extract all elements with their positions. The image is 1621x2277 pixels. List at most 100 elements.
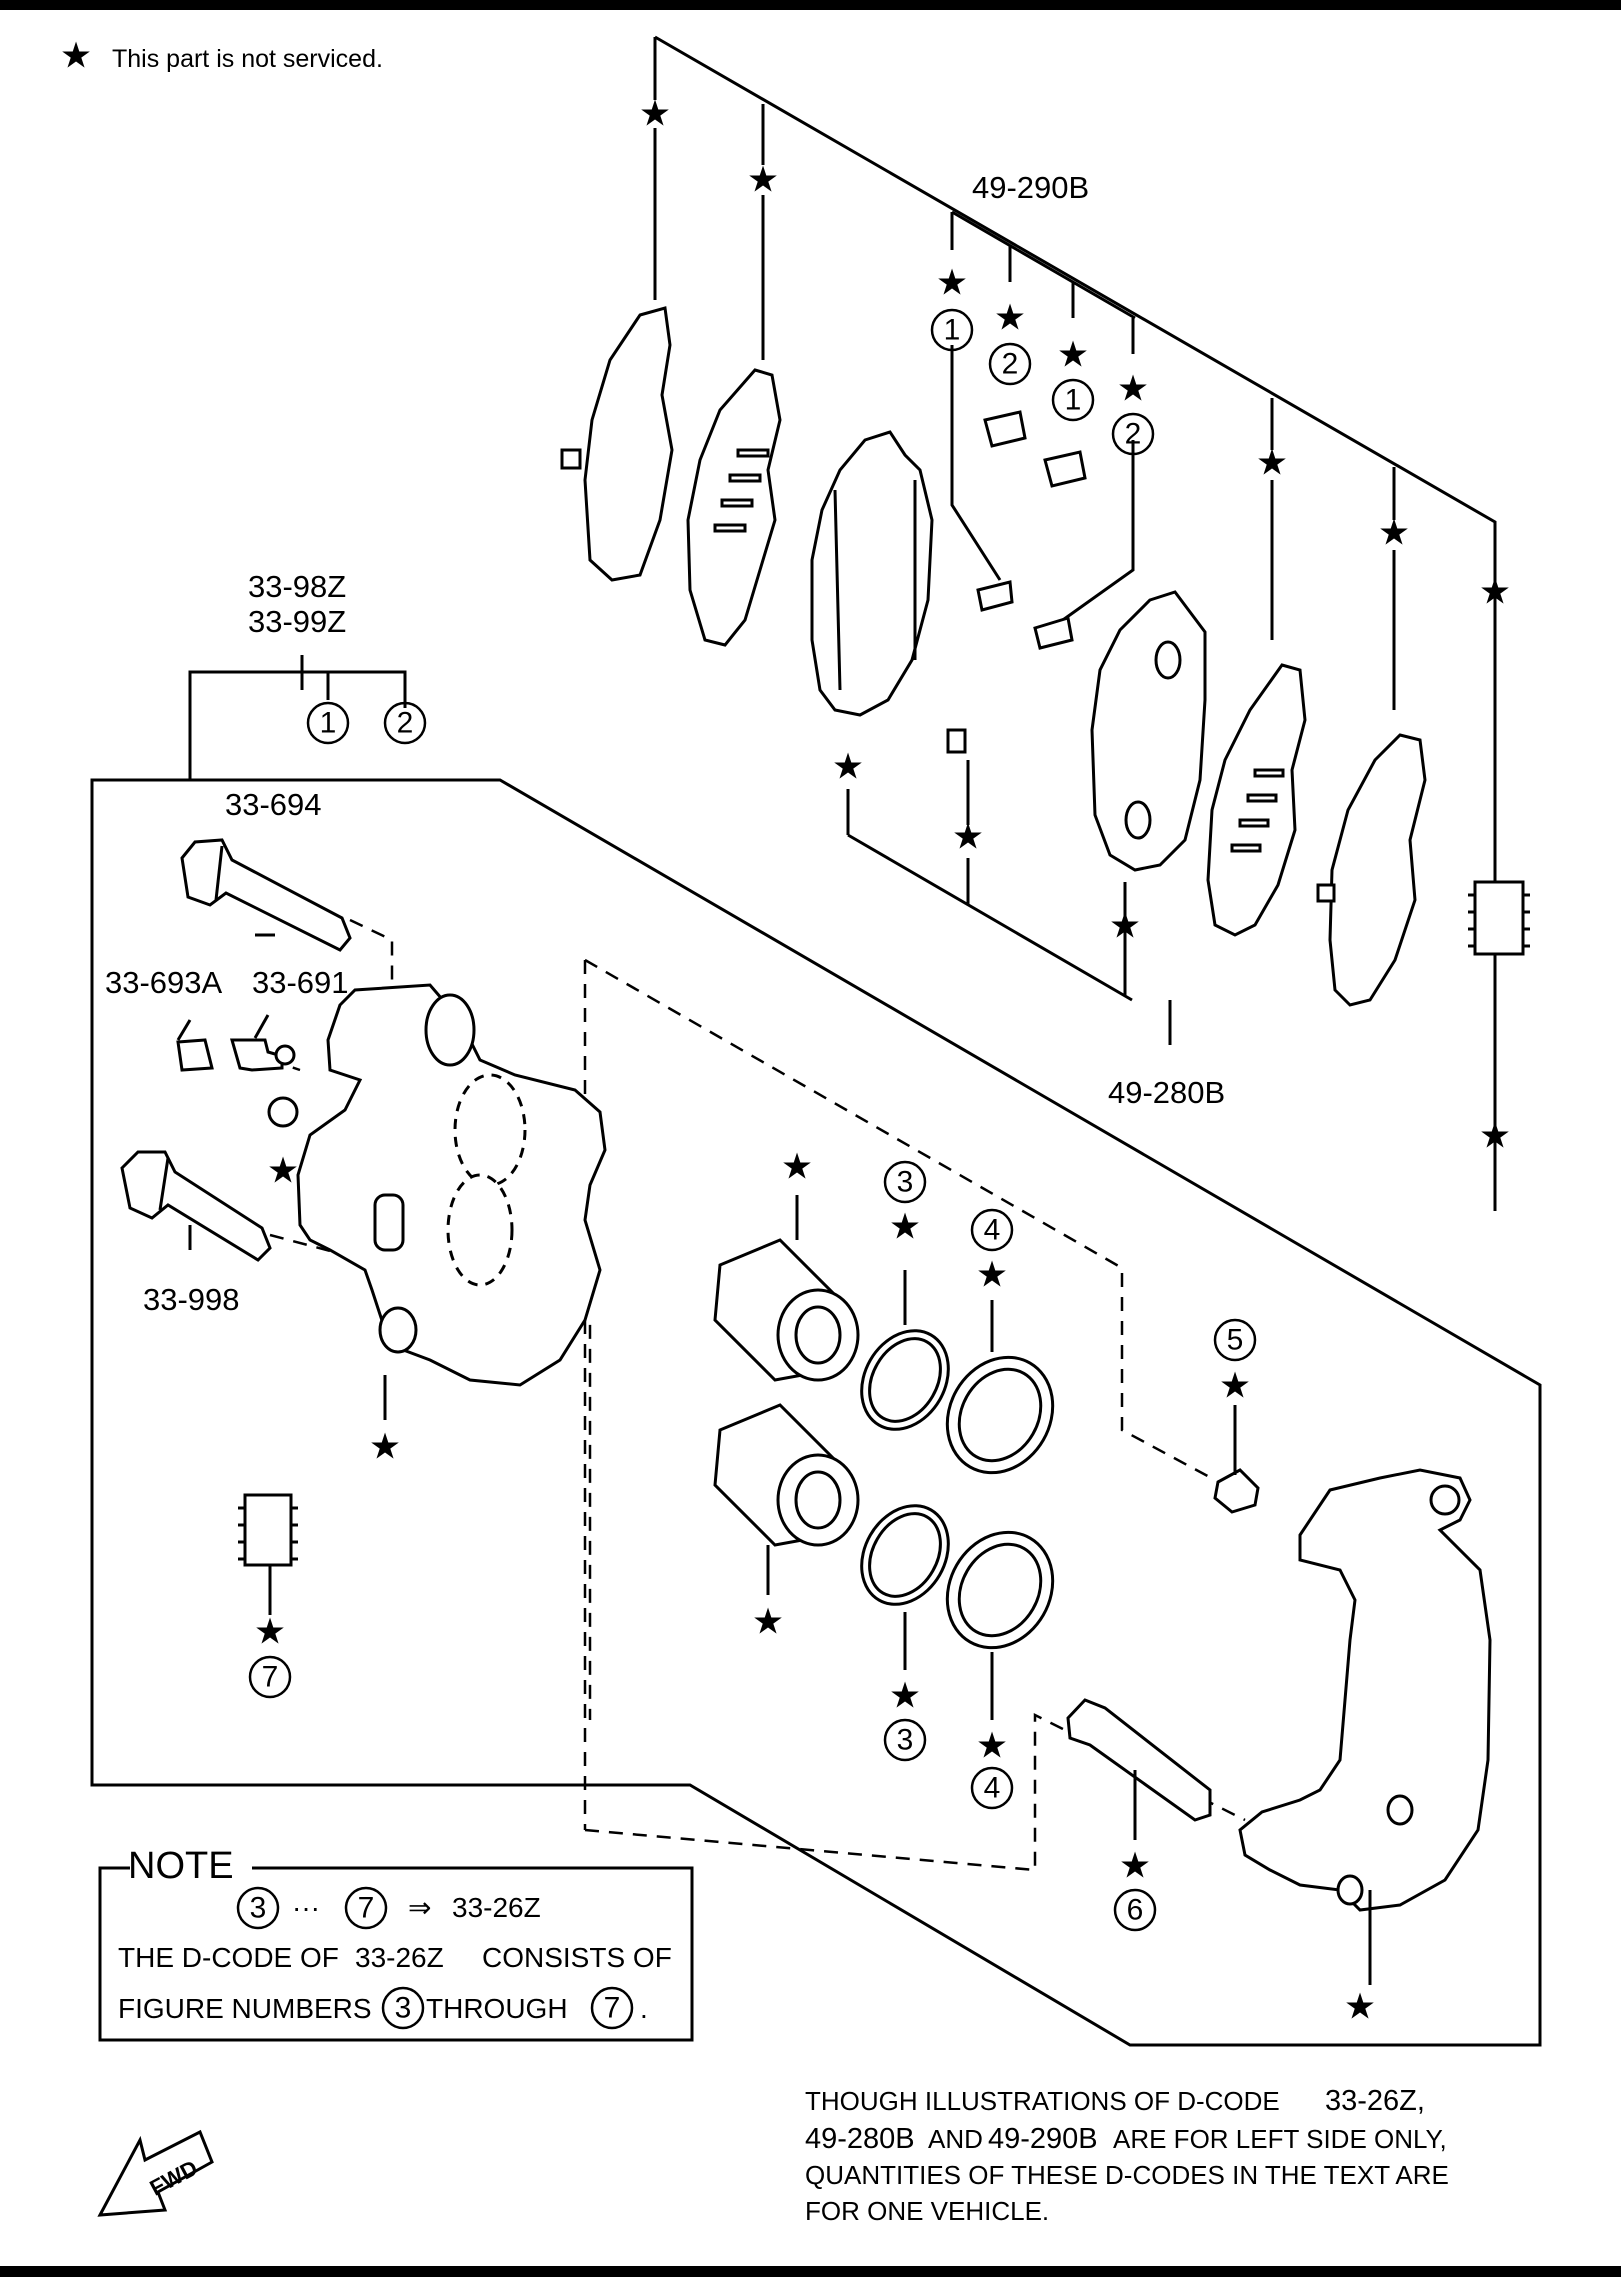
note-callout-3: 3 <box>250 1892 267 1925</box>
code-33-99Z: 33-99Z <box>248 604 346 639</box>
star-icon: ★ <box>976 1726 1008 1767</box>
callout-1: 1 <box>320 707 337 740</box>
callout-4: 4 <box>984 1214 1001 1247</box>
footnote-line1-a: THOUGH ILLUSTRATIONS OF D-CODE <box>805 2086 1280 2116</box>
callout-3: 3 <box>897 1166 914 1199</box>
bottom-border <box>0 2266 1621 2277</box>
footnote-line3: QUANTITIES OF THESE D-CODES IN THE TEXT … <box>805 2160 1449 2190</box>
note-callout-7b: 7 <box>604 1992 621 2025</box>
star-icon: ★ <box>1219 1366 1251 1407</box>
star-icon: ★ <box>1479 1116 1511 1157</box>
note-range-dots: ··· <box>292 1892 320 1923</box>
piston-lower <box>713 1403 860 1547</box>
star-icon: ★ <box>889 1676 921 1717</box>
note-line2-b: CONSISTS OF <box>482 1942 672 1973</box>
footnote-line4: FOR ONE VEHICLE. <box>805 2196 1049 2226</box>
callout-2: 2 <box>397 707 414 740</box>
footnote: THOUGH ILLUSTRATIONS OF D-CODE 33-26Z, 4… <box>805 2085 1449 2226</box>
slide-pin-6 <box>1066 1698 1212 1822</box>
note-line3-end: . <box>640 1993 648 2024</box>
fwd-arrow-icon: FWD <box>97 2129 214 2217</box>
brake-pad-outer <box>810 430 934 717</box>
star-icon: ★ <box>1479 572 1511 613</box>
footnote-line2-code2: 49-290B <box>988 2123 1098 2155</box>
pad-clips <box>946 410 1087 754</box>
star-icon: ★ <box>1117 369 1149 410</box>
star-icon: ★ <box>781 1147 813 1188</box>
note-line3-a: FIGURE NUMBERS <box>118 1993 372 2024</box>
sensor-chip-lower <box>238 1493 298 1567</box>
guide-pin-lower <box>120 1150 272 1262</box>
legend-text: This part is not serviced. <box>112 45 383 73</box>
footnote-line2-b: ARE FOR LEFT SIDE ONLY, <box>1113 2124 1447 2154</box>
brake-pad-inner <box>1090 590 1207 872</box>
leader-lines <box>188 933 1237 1840</box>
code-33-693A: 33-693A <box>105 965 223 1000</box>
callout-5: 5 <box>1227 1324 1244 1357</box>
code-33-998: 33-998 <box>143 1282 240 1317</box>
star-icon: ★ <box>976 1255 1008 1296</box>
bleeder-parts <box>176 1014 299 1128</box>
footnote-line2-code1: 49-280B <box>805 2123 915 2155</box>
star-icon: ★ <box>369 1427 401 1468</box>
pad-kit-group <box>653 35 1497 1211</box>
code-49-290B: 49-290B <box>972 170 1089 205</box>
code-33-98Z: 33-98Z <box>248 569 346 604</box>
star-icon: ★ <box>1378 513 1410 554</box>
boot-5 <box>1213 1468 1260 1514</box>
seals-boots <box>860 1329 1055 1650</box>
star-icon: ★ <box>1057 335 1089 376</box>
outer-shim-1 <box>560 306 674 582</box>
star-icon: ★ <box>1344 1987 1376 2028</box>
note-frame <box>98 1866 694 2042</box>
star-icon: ★ <box>747 160 779 201</box>
footnote-line2-and: AND <box>928 2124 983 2154</box>
callout-2: 2 <box>1002 348 1019 381</box>
sensor-chip-upper <box>1468 880 1530 956</box>
mounting-bracket <box>1238 1468 1492 1985</box>
code-33-694: 33-694 <box>225 787 322 822</box>
footnote-line1-code: 33-26Z, <box>1325 2085 1425 2117</box>
callouts <box>248 308 1257 1932</box>
callout-4: 4 <box>984 1772 1001 1805</box>
star-icon: ★ <box>1119 1846 1151 1887</box>
code-33-691: 33-691 <box>252 965 349 1000</box>
star-icon: ★ <box>832 747 864 788</box>
star-icon: ★ <box>752 1602 784 1643</box>
callout-7: 7 <box>262 1661 279 1694</box>
inner-shim-2 <box>1206 663 1307 937</box>
star-icon: ★ <box>639 94 671 135</box>
callout-3: 3 <box>897 1724 914 1757</box>
piston-upper <box>713 1238 860 1382</box>
caliper-body <box>296 983 607 1387</box>
star-icon: ★ <box>952 817 984 858</box>
legend-star-icon: ★ <box>60 36 92 77</box>
star-markers: ★ ★ ★ ★ ★ ★ ★ ★ ★ ★ ★ ★ ★ ★ ★ ★ ★ ★ ★ ★ … <box>254 94 1511 2028</box>
star-icon: ★ <box>1109 906 1141 947</box>
callout-1: 1 <box>944 314 961 347</box>
top-border <box>0 0 1621 10</box>
note-arrow: ⇒ <box>408 1892 431 1923</box>
note-line2-a: THE D-CODE OF <box>118 1942 339 1973</box>
inner-shim-1 <box>686 368 782 647</box>
callout-2: 2 <box>1125 418 1142 451</box>
note-line2-code: 33-26Z <box>355 1942 444 1973</box>
star-icon: ★ <box>994 298 1026 339</box>
note-callout-7: 7 <box>358 1892 375 1925</box>
star-icon: ★ <box>1256 443 1288 484</box>
code-49-280B: 49-280B <box>1108 1075 1225 1110</box>
note-line3-b: THROUGH <box>426 1993 568 2024</box>
star-icon: ★ <box>936 263 968 304</box>
outer-shim-2 <box>1316 733 1427 1007</box>
callout-1: 1 <box>1065 384 1082 417</box>
star-icon: ★ <box>254 1612 286 1653</box>
note-box: NOTE 3 ··· 7 ⇒ 33-26Z THE D-CODE OF 33-2… <box>98 1845 694 2042</box>
caliper-group-frame <box>90 655 1542 2047</box>
callout-6: 6 <box>1127 1894 1144 1927</box>
guide-pin-upper <box>180 838 352 952</box>
note-title: NOTE <box>128 1845 234 1887</box>
star-icon: ★ <box>267 1151 299 1192</box>
star-icon: ★ <box>889 1207 921 1248</box>
note-callout-3b: 3 <box>395 1992 412 2025</box>
